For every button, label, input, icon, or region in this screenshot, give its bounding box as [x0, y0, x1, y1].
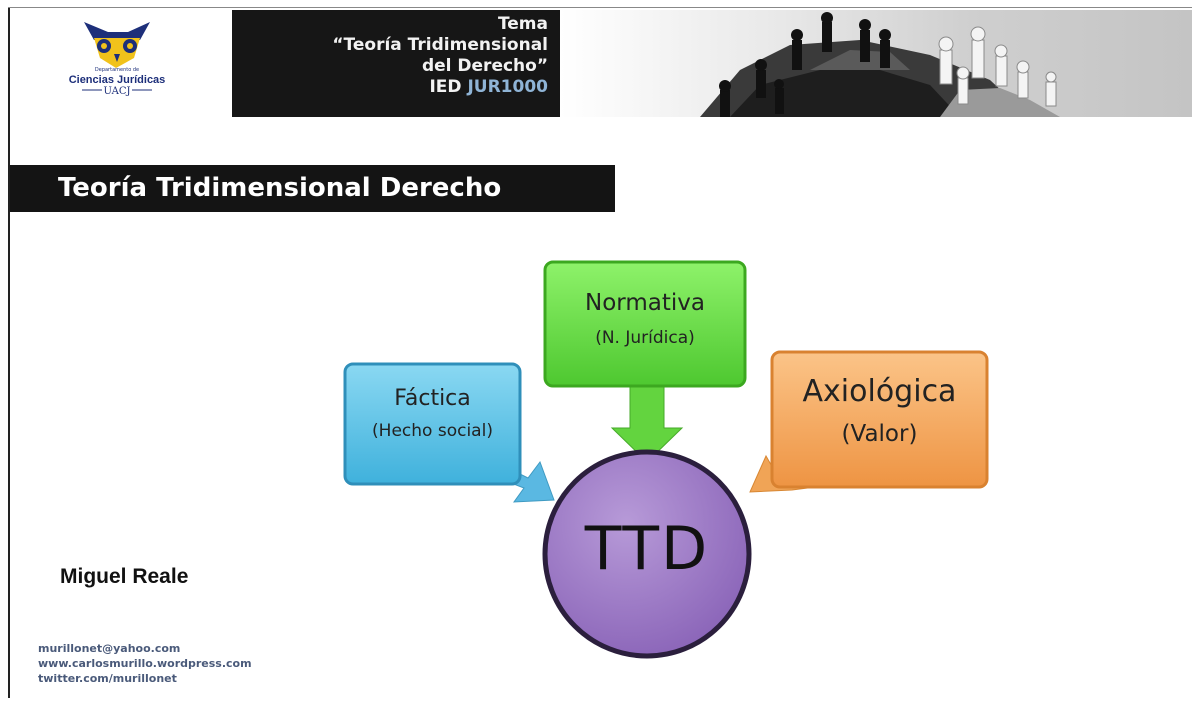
normativa-title: Normativa [585, 290, 705, 316]
uacj-logo: Departamento de Ciencias Jurídicas UACJ [46, 10, 232, 118]
header-band: Tema “Teoría Tridimensional del Derecho”… [232, 10, 560, 117]
axiologica-box [770, 350, 989, 489]
author-name: Miguel Reale [60, 565, 189, 588]
frame-left-line [8, 8, 10, 698]
header-title-block: Tema “Teoría Tridimensional del Derecho”… [332, 14, 548, 98]
contact-email: murillonet@yahoo.com [38, 642, 181, 655]
ttd-center-label: TTD [584, 514, 710, 584]
logo-line2: Ciencias Jurídicas [69, 74, 166, 86]
contact-info: murillonet@yahoo.com www.carlosmurillo.w… [38, 641, 252, 686]
header-label: Tema [497, 14, 548, 34]
logo-line1: Departamento de [95, 67, 139, 73]
frame-top-line [8, 7, 1192, 8]
normativa-arrow [610, 385, 684, 463]
factica-title: Fáctica [394, 386, 471, 411]
normativa-subtitle: (N. Jurídica) [595, 328, 695, 348]
slide-title-bar: Teoría Tridimensional Derecho [10, 165, 615, 212]
course-code: JUR1000 [467, 77, 548, 97]
normativa-box [543, 260, 747, 388]
header-topic-line1: “Teoría Tridimensional [332, 35, 548, 55]
slide-title: Teoría Tridimensional Derecho [58, 173, 502, 203]
chess-illustration [560, 10, 1192, 117]
axiologica-subtitle: (Valor) [841, 421, 918, 447]
header-course: IED JUR1000 [332, 77, 548, 98]
ttd-circle [542, 449, 752, 659]
factica-box [343, 362, 522, 486]
course-prefix: IED [429, 77, 462, 97]
header-topic-line2: del Derecho” [421, 56, 548, 76]
axiologica-label-group: Axiológica (Valor) [772, 374, 987, 447]
factica-subtitle: (Hecho social) [372, 421, 493, 441]
logo-line3: UACJ [103, 86, 130, 97]
factica-label-group: Fáctica (Hecho social) [345, 386, 520, 441]
normativa-label-group: Normativa (N. Jurídica) [545, 290, 745, 348]
contact-twitter: twitter.com/murillonet [38, 672, 177, 685]
contact-website: www.carlosmurillo.wordpress.com [38, 657, 252, 670]
axiologica-title: Axiológica [802, 374, 957, 409]
